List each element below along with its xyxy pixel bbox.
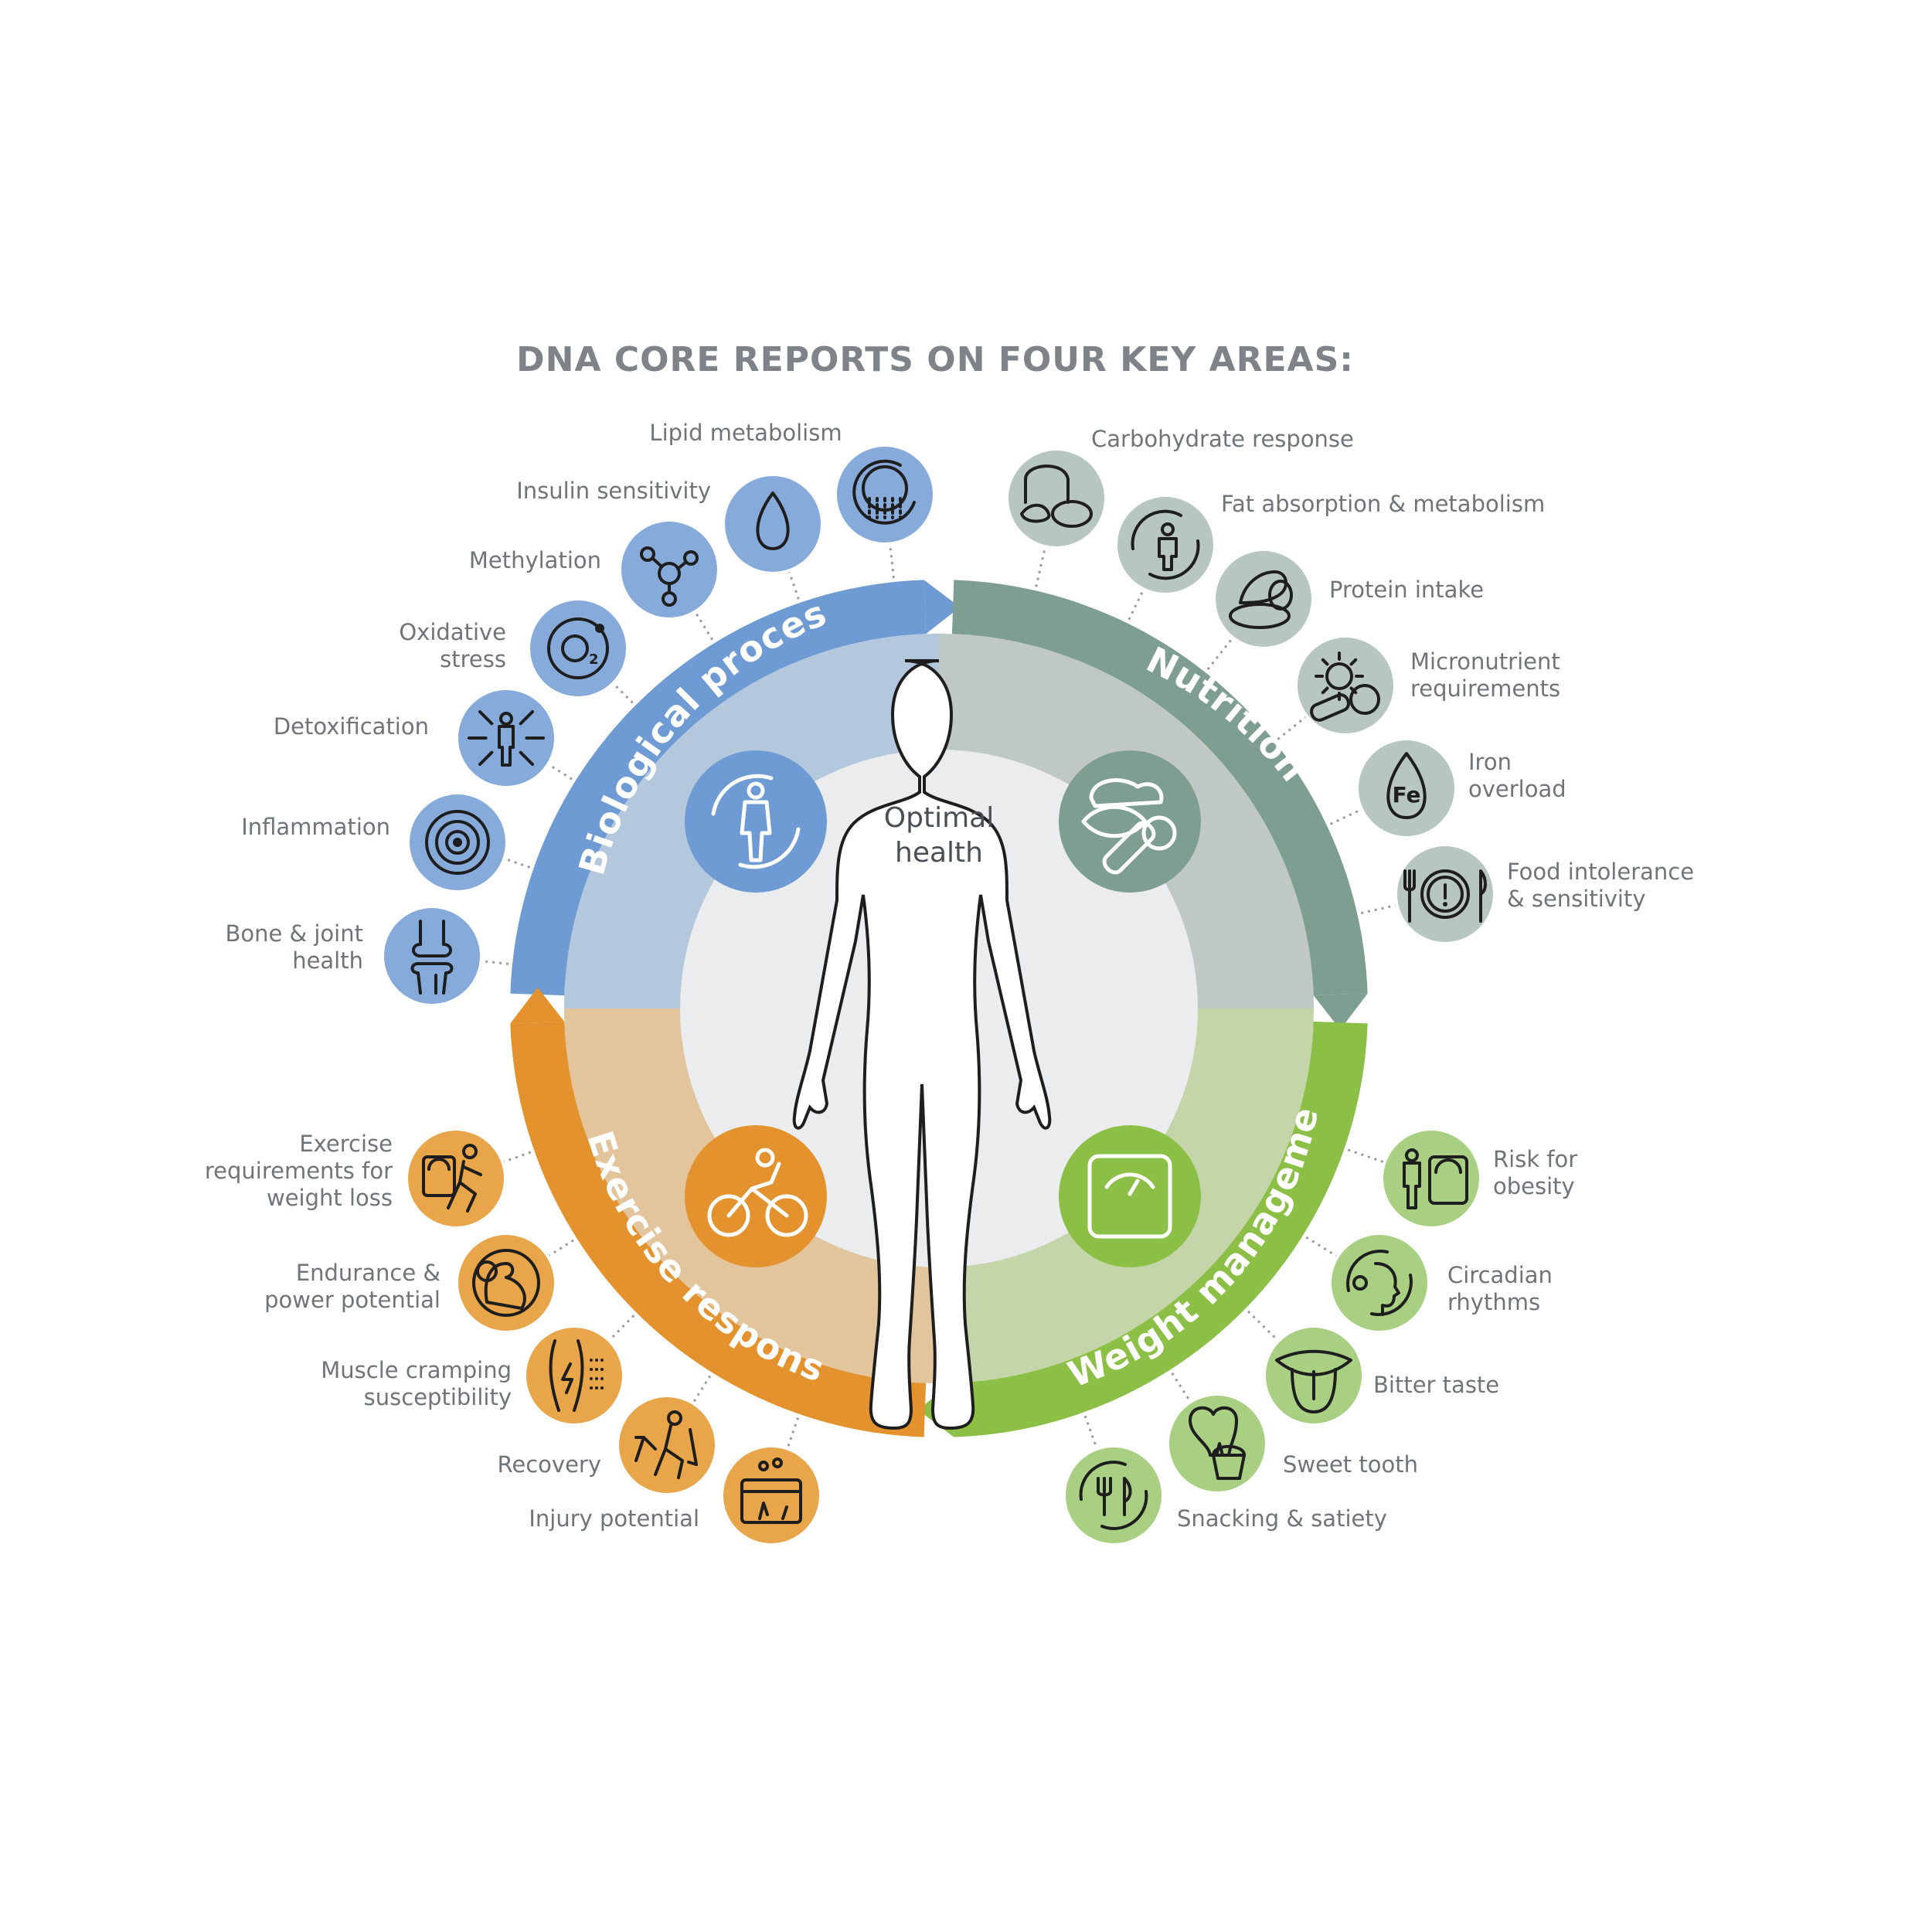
center-label-line1: Optimal bbox=[884, 802, 994, 834]
fat-cycle-icon bbox=[1117, 497, 1213, 593]
tooth-icon bbox=[1169, 1396, 1265, 1492]
cutlery-cycle-icon bbox=[1066, 1447, 1162, 1543]
bread-icon bbox=[1009, 451, 1104, 546]
item-label-nutrition-0: Carbohydrate response bbox=[1091, 426, 1354, 452]
connector-exercise-4 bbox=[787, 1417, 800, 1448]
connector-nutrition-1 bbox=[1128, 590, 1145, 621]
connector-biological-4 bbox=[549, 764, 573, 781]
connector-exercise-3 bbox=[692, 1375, 712, 1403]
connector-biological-3 bbox=[613, 683, 634, 704]
lipid-icon bbox=[837, 447, 933, 543]
connector-biological-1 bbox=[787, 571, 800, 600]
target-icon bbox=[410, 794, 505, 890]
connector-nutrition-3 bbox=[1277, 716, 1307, 740]
ring-diagram: Biological processesNutritionWeight mana… bbox=[510, 580, 1368, 1437]
connector-nutrition-5 bbox=[1360, 904, 1396, 915]
item-label-nutrition-2: Protein intake bbox=[1329, 577, 1484, 603]
connector-nutrition-2 bbox=[1206, 638, 1233, 671]
item-label-weight-4: Snacking & satiety bbox=[1177, 1505, 1387, 1532]
item-label-biological-1: Insulin sensitivity bbox=[516, 478, 711, 504]
connector-weight-2 bbox=[1247, 1310, 1278, 1341]
plate-alert-icon bbox=[1397, 846, 1493, 942]
connector-nutrition-0 bbox=[1035, 547, 1046, 587]
recovery-icon bbox=[619, 1397, 715, 1493]
item-label-nutrition-5: Food intolerance& sensitivity bbox=[1507, 859, 1694, 912]
protein-icon bbox=[1216, 551, 1311, 647]
circadian-icon bbox=[1332, 1235, 1427, 1331]
item-label-biological-4: Detoxification bbox=[274, 713, 429, 740]
band-exercise-arrowhead bbox=[510, 987, 565, 1024]
connector-exercise-1 bbox=[548, 1239, 574, 1257]
joint-icon bbox=[384, 908, 480, 1004]
svg-text:2: 2 bbox=[589, 651, 599, 668]
item-label-biological-2: Methylation bbox=[469, 547, 601, 573]
connector-exercise-0 bbox=[503, 1151, 532, 1163]
item-label-weight-2: Bitter taste bbox=[1373, 1372, 1499, 1398]
connector-nutrition-4 bbox=[1329, 808, 1361, 825]
item-label-exercise-1: Endurance &power potential bbox=[264, 1260, 440, 1313]
detox-icon bbox=[458, 690, 554, 786]
connector-biological-5 bbox=[505, 858, 531, 869]
iron-drop-icon: Fe bbox=[1359, 740, 1454, 836]
connector-biological-6 bbox=[482, 960, 509, 965]
item-label-exercise-4: Injury potential bbox=[529, 1505, 699, 1532]
cyclist-icon bbox=[685, 1125, 827, 1267]
item-label-biological-5: Inflammation bbox=[241, 814, 390, 840]
band-biological bbox=[510, 580, 927, 996]
page-title: DNA CORE REPORTS ON FOUR KEY AREAS: bbox=[516, 340, 1354, 379]
item-label-weight-3: Sweet tooth bbox=[1283, 1451, 1418, 1478]
icon-circles: 2Fe bbox=[384, 447, 1493, 1543]
band-biological-arrowhead bbox=[923, 580, 961, 634]
muscle-icon bbox=[458, 1235, 554, 1331]
oxygen-icon: 2 bbox=[530, 600, 626, 696]
item-label-exercise-3: Recovery bbox=[498, 1451, 601, 1478]
runner-scale-icon bbox=[408, 1131, 504, 1226]
sun-pill-icon bbox=[1298, 638, 1393, 733]
body-scale-icon bbox=[1383, 1131, 1479, 1226]
food-icon bbox=[1059, 750, 1201, 893]
connector-weight-3 bbox=[1171, 1372, 1191, 1402]
connector-biological-2 bbox=[695, 612, 714, 641]
body-cycle-icon bbox=[685, 750, 827, 893]
connector-biological-0 bbox=[889, 545, 895, 579]
connector-weight-1 bbox=[1305, 1236, 1337, 1257]
band-nutrition bbox=[951, 580, 1368, 996]
band-weight bbox=[951, 1021, 1368, 1437]
scale-icon bbox=[1059, 1125, 1201, 1267]
item-label-biological-0: Lipid metabolism bbox=[649, 420, 842, 446]
band-nutrition-arrowhead bbox=[1313, 993, 1368, 1030]
injury-icon bbox=[723, 1447, 819, 1543]
connector-weight-0 bbox=[1347, 1148, 1384, 1163]
item-label-nutrition-1: Fat absorption & metabolism bbox=[1221, 491, 1545, 517]
connector-exercise-2 bbox=[609, 1315, 635, 1341]
cramp-icon bbox=[526, 1328, 622, 1423]
human-body-icon bbox=[792, 659, 1052, 1430]
iron-glyph-text: Fe bbox=[1393, 782, 1421, 808]
center-label-line2: health bbox=[895, 837, 983, 869]
drop-icon bbox=[725, 476, 821, 572]
tongue-icon bbox=[1266, 1328, 1362, 1423]
molecule-icon bbox=[621, 522, 717, 617]
connector-weight-4 bbox=[1083, 1415, 1098, 1448]
